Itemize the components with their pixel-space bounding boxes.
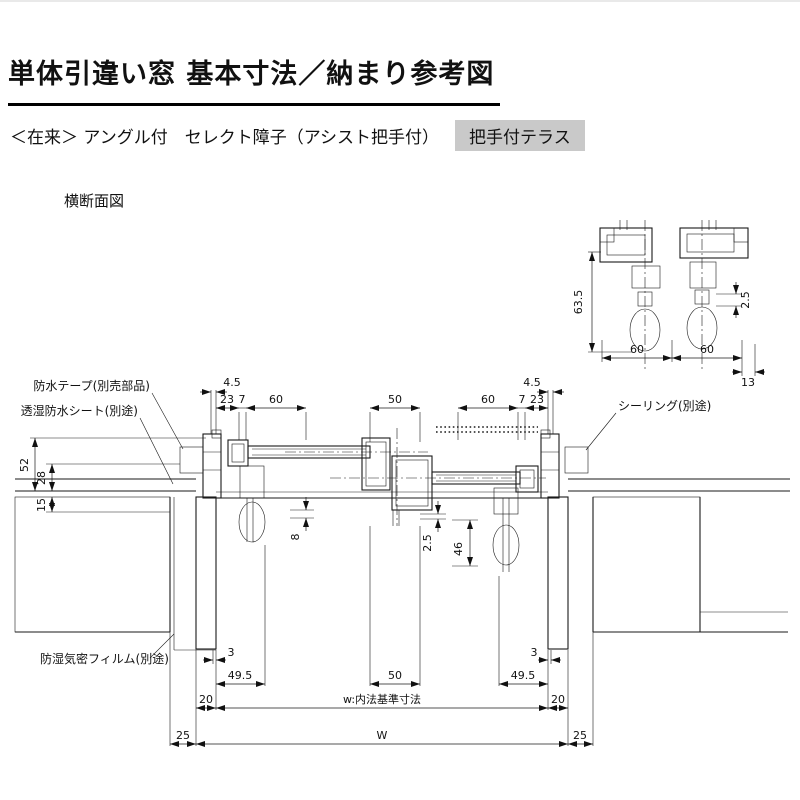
callout-labels: 防水テープ(別売部品) 透湿防水シート(別途) シーリング(別途) 防湿気密フィ…: [21, 378, 712, 666]
dimensions-middle: 8 2.5 46: [289, 497, 478, 567]
detail-roller-left: [629, 308, 661, 352]
dim-bottom-20-left: 20: [199, 693, 213, 706]
dim-top-60-right: 60: [481, 393, 495, 406]
page-title: 単体引違い窓 基本寸法／納まり参考図: [8, 52, 501, 106]
dim-detail-60-left: 60: [630, 343, 644, 356]
exterior-sash: [227, 437, 391, 543]
dim-mid-46: 46: [452, 542, 465, 556]
right-jamb: [547, 496, 569, 650]
dim-left-28: 28: [35, 471, 48, 485]
center-lines: [285, 428, 546, 526]
dim-top-50: 50: [388, 393, 402, 406]
dim-bottom-20-right: 20: [551, 693, 565, 706]
interior-sash-roller: [492, 524, 520, 566]
screen-mesh-dotted: [436, 426, 538, 433]
dim-left-15: 15: [35, 498, 48, 512]
sill-track: [216, 491, 548, 572]
dim-top-60-left: 60: [269, 393, 283, 406]
callout-moisture-sheet: 透湿防水シート(別途): [21, 403, 138, 418]
dim-left-52: 52: [18, 458, 31, 472]
left-jamb: [195, 496, 217, 650]
top-divider: [0, 0, 800, 2]
dim-top-23-right: 23: [530, 393, 544, 406]
dim-top-23-left: 23: [220, 393, 234, 406]
dim-bottom-49-5-right: 49.5: [511, 669, 536, 682]
interior-sash: [391, 455, 539, 566]
dim-top-7-left: 7: [239, 393, 246, 406]
callout-moisture-film: 防湿気密フィルム(別途): [40, 651, 169, 666]
left-wall-section: [14, 496, 171, 633]
sealing-block: [564, 446, 589, 474]
right-wall-section: [592, 496, 788, 633]
detail-roller-right: [686, 306, 718, 350]
subtitle-row: ＜在来＞ アングル付 セレクト障子（アシスト把手付） 把手付テラス: [10, 120, 585, 151]
dimensions-top: 4.5 4.5 23 7 60 50 60 7 23: [200, 376, 564, 442]
moisture-film-line: [173, 497, 216, 651]
dim-bottom-49-5-left: 49.5: [228, 669, 253, 682]
detail-seal-right: [733, 227, 749, 243]
dim-mid-8: 8: [289, 534, 302, 541]
detail-seal-left: [599, 227, 615, 243]
exterior-sash-roller: [238, 501, 266, 543]
right-frame-profile: [540, 429, 560, 499]
dim-bottom-25-right: 25: [573, 729, 587, 742]
dim-detail-13: 13: [741, 376, 755, 389]
dim-top-4-5-right: 4.5: [523, 376, 541, 389]
dim-detail-60-right: 60: [700, 343, 714, 356]
terrace-type-badge: 把手付テラス: [455, 120, 585, 151]
dim-bottom-25-left: 25: [176, 729, 190, 742]
callout-waterproof-tape: 防水テープ(別売部品): [33, 378, 150, 393]
dim-w-overall: W: [377, 729, 388, 742]
dim-detail-2-5: 2.5: [739, 291, 752, 309]
dimensions-bottom: 3 3 49.5 50 49.5 20 w:内法基準寸法 20 25 W 25: [169, 526, 594, 747]
spec-subtitle: ＜在来＞ アングル付 セレクト障子（アシスト把手付）: [10, 128, 440, 148]
dimensions-left: 52 28 15: [18, 437, 206, 513]
dim-bottom-3-right: 3: [531, 646, 538, 659]
dim-detail-63-5: 63.5: [572, 290, 585, 315]
dim-top-4-5-left: 4.5: [223, 376, 241, 389]
dim-w-inner: w:内法基準寸法: [343, 692, 421, 706]
weather-sheet-lines: [15, 478, 790, 492]
dim-bottom-50: 50: [388, 669, 402, 682]
waterproof-tape-block: [179, 446, 204, 474]
section-label: 横断面図: [64, 192, 125, 210]
dim-bottom-3-left: 3: [228, 646, 235, 659]
dim-mid-2-5: 2.5: [421, 534, 434, 552]
meeting-detail-view: 63.5 2.5 60 60 13: [572, 220, 765, 389]
dim-top-7-right: 7: [519, 393, 526, 406]
callout-sealing: シーリング(別途): [618, 398, 711, 413]
left-frame-profile: [202, 429, 222, 499]
